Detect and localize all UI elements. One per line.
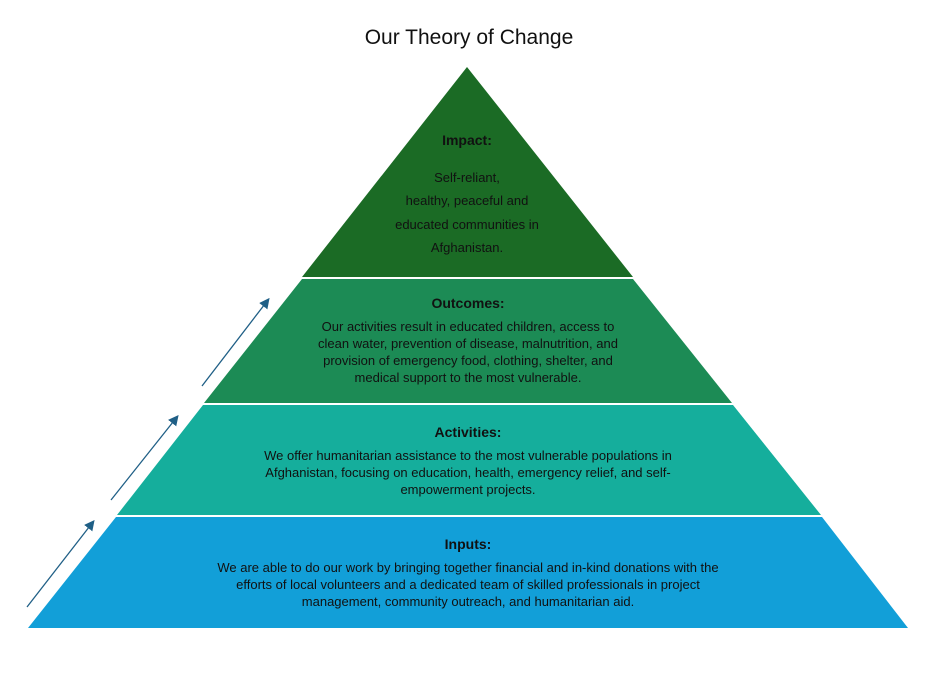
tier-outcomes: Outcomes: Our activities result in educa… [268,295,668,386]
tier-inputs-shape [28,517,908,628]
tier-line: provision of emergency food, clothing, s… [323,353,613,368]
tier-line: Afghanistan. [430,240,504,255]
tier-line: healthy, peaceful and [405,193,529,208]
tier-impact-shape [302,67,633,277]
tier-heading: Activities: [434,424,502,440]
tier-activities-shape [117,405,821,515]
tier-line: educated communities in [395,216,539,232]
progress-arrow-1 [26,519,95,608]
diagram-title: Our Theory of Change [364,26,574,49]
tier-outcomes-shape [204,279,732,403]
tier-inputs: Inputs: We are able to do our work by br… [168,536,768,610]
tier-heading: Outcomes: [431,295,505,311]
tier-line: empowerment projects. [400,482,536,497]
tier-line: clean water, prevention of disease, maln… [318,336,618,351]
tier-activities: Activities: We offer humanitarian assist… [218,424,718,498]
tier-line: Our activities result in educated childr… [321,319,615,334]
tier-line: Self-reliant, [434,169,500,185]
tier-line: medical support to the most vulnerable. [354,370,582,385]
progress-arrow-2 [110,414,179,501]
tier-line: Afghanistan, focusing on education, heal… [265,465,671,480]
tier-line: efforts of local volunteers and a dedica… [236,577,700,592]
tier-line: We are able to do our work by bringing t… [217,560,719,575]
tier-heading: Impact: [442,132,492,148]
tier-line: We offer humanitarian assistance to the … [264,448,672,463]
tier-impact: Impact: Self-reliant, healthy, peaceful … [367,129,567,260]
tier-heading: Inputs: [444,536,492,552]
progress-arrow-3 [201,297,270,387]
tier-line: management, community outreach, and huma… [301,594,635,609]
